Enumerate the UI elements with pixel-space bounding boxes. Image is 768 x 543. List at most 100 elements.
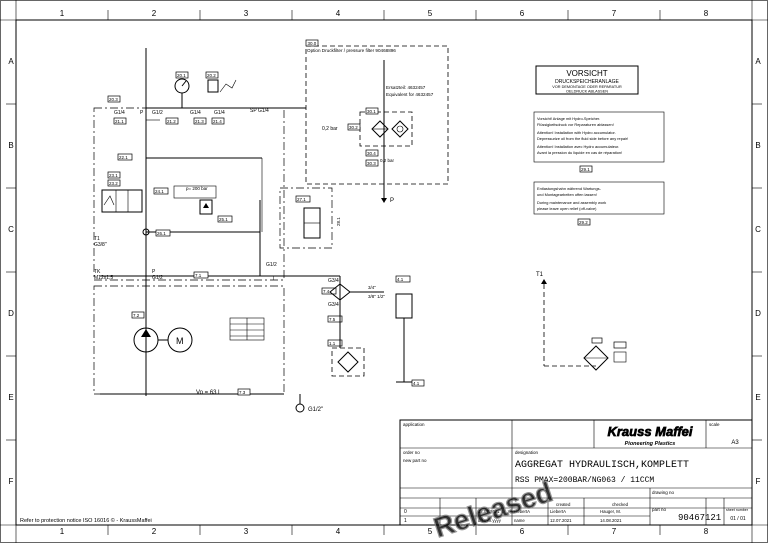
col-label-7: 7 [612,9,617,18]
svg-text:DRUCKSPEICHERANLAGE: DRUCKSPEICHERANLAGE [555,79,619,85]
note-block-1: Vorsicht! Anlage mit Hydro-Speicher. Flü… [533,111,665,173]
svg-text:30.1: 30.1 [367,109,376,114]
svg-text:8: 8 [704,527,709,536]
svg-text:G1/4: G1/4 [190,110,201,116]
released-watermark: Released [430,476,557,543]
svg-text:TK: TK [94,269,101,275]
option-ersatz-en: Equivalent for 4632457 [386,92,434,97]
svg-text:5: 5 [428,527,433,536]
option-title: Option Druckfilter / pressure filter 904… [307,48,396,53]
svg-text:drawing no: drawing no [652,490,675,495]
t1-right-label: T1 [536,272,544,278]
svg-text:7.1: 7.1 [195,273,202,278]
svg-text:E: E [755,393,760,402]
svg-text:29.1: 29.1 [581,167,590,172]
svg-text:new part no: new part no [403,458,427,463]
svg-text:application: application [403,422,425,427]
col-label-5: 5 [428,9,433,18]
svg-text:23.1: 23.1 [109,173,118,178]
svg-text:30.2: 30.2 [349,125,358,130]
svg-text:22.1: 22.1 [119,155,128,160]
svg-text:7.3: 7.3 [239,390,246,395]
col-label-1: 1 [60,9,65,18]
svg-text:G3/4: G3/4 [328,278,339,284]
row-label-e: E [8,393,13,402]
svg-text:G3/8": G3/8" [94,242,107,248]
svg-text:G3/4: G3/4 [328,302,339,308]
col-label-4: 4 [336,9,341,18]
svg-text:M12x1,5: M12x1,5 [94,275,113,281]
column-ticks [107,10,661,535]
svg-text:6: 6 [520,527,525,536]
svg-text:30.3: 30.3 [367,161,376,166]
svg-text:27.1: 27.1 [297,197,306,202]
svg-text:VOR DEMONTAGE ODER REPARATUR: VOR DEMONTAGE ODER REPARATUR [552,85,622,89]
svg-text:part no: part no [652,507,667,512]
svg-text:F: F [756,477,761,486]
svg-text:LiebertA: LiebertA [550,509,566,514]
svg-text:designation: designation [515,450,539,455]
svg-text:G1/4: G1/4 [214,110,225,116]
row-label-f: F [9,477,14,486]
svg-text:1: 1 [404,518,407,524]
svg-text:24.1: 24.1 [155,189,164,194]
svg-text:dd.mm.yyyy: dd.mm.yyyy [478,518,502,523]
svg-text:20.2: 20.2 [207,73,216,78]
option-code: 30.0 [308,41,317,46]
sheet-format: A3 [731,440,739,446]
svg-text:0,2 bar: 0,2 bar [380,158,395,163]
svg-text:scale: scale [709,422,720,427]
svg-text:21.3: 21.3 [195,119,204,124]
svg-text:7: 7 [612,527,617,536]
row-label-d: D [8,309,14,318]
svg-text:26.1: 26.1 [157,231,166,236]
col-label-8: 8 [704,9,709,18]
svg-text:7.5: 7.5 [329,317,336,322]
tank-volume: Vo = 63 l [196,390,220,396]
title-block: application Krauss Maffei Pioneering Pla… [399,419,753,543]
svg-text:1.1: 1.1 [329,341,336,346]
svg-text:21.2: 21.2 [167,119,176,124]
svg-text:23.2: 23.2 [109,181,118,186]
svg-text:checked: checked [612,502,629,507]
svg-text:During maintenance and assembl: During maintenance and assembly work [537,200,606,205]
drain-port: G1/2" [308,407,323,413]
svg-text:Hauger, M.: Hauger, M. [600,509,621,514]
svg-text:30.4: 30.4 [367,151,376,156]
row-label-b: B [8,141,13,150]
svg-text:P: P [140,110,144,116]
footer-note: Refer to protection notice ISO 16016 © -… [20,517,152,524]
option-filter-box: 30.0 Option Druckfilter / pressure filte… [305,39,449,204]
warning-heading: VORSICHT [566,69,607,78]
row-ticks [6,103,762,441]
svg-text:A: A [755,57,761,66]
svg-text:3/4": 3/4" [368,285,376,290]
motor-label: M [176,336,184,346]
svg-text:C: C [755,225,761,234]
svg-text:und Montagearbeiten offen lass: und Montagearbeiten offen lassen! [537,192,597,197]
svg-text:name: name [514,518,525,523]
pressure-setting: p= 200 bar [186,186,208,191]
svg-text:Avant la pression du liquide e: Avant la pression du liquide en cas de r… [537,150,622,155]
svg-text:G1/2: G1/2 [152,110,163,116]
svg-text:1: 1 [60,527,65,536]
svg-text:2: 2 [152,527,157,536]
svg-text:Entlastungshahn während Wartun: Entlastungshahn während Wartungs- [537,186,602,191]
note-block-2: Entlastungshahn während Wartungs- und Mo… [533,181,665,226]
svg-text:21.4: 21.4 [213,119,222,124]
part-number: 90467121 [678,513,721,523]
row-label-c: C [8,225,14,234]
svg-text:25.1: 25.1 [219,217,228,222]
svg-text:G1/2: G1/2 [152,275,163,281]
svg-text:21.1: 21.1 [115,119,124,124]
svg-text:T1: T1 [94,236,100,242]
svg-text:G1/4: G1/4 [114,110,125,116]
svg-text:order no: order no [403,450,420,455]
svg-text:4.1: 4.1 [397,277,404,282]
sheet-number: 01 / 01 [730,516,746,522]
row-labels: A B C D E F A B C D E F [8,57,761,486]
col-label-2: 2 [152,9,157,18]
svg-text:sheet number: sheet number [726,508,749,512]
svg-text:G1/2: G1/2 [266,262,277,268]
svg-text:20.1: 20.1 [177,73,186,78]
